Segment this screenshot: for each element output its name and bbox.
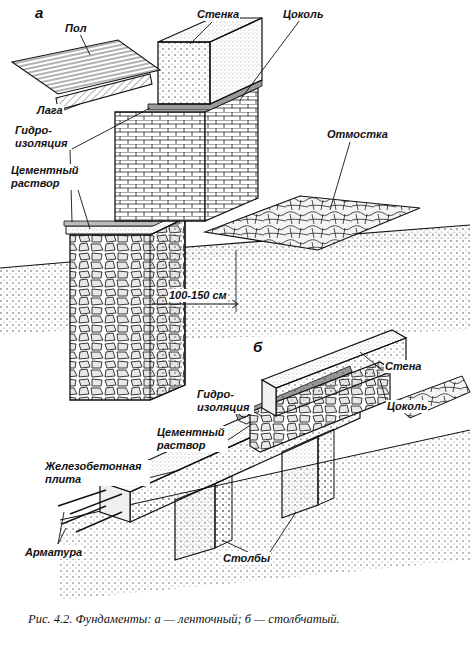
part-name: Стенка (196, 8, 240, 21)
part-name: Железобетонная плита (44, 460, 150, 486)
part-name: Стена (384, 360, 422, 373)
figure-letter: а (34, 4, 44, 21)
part-name: Столбы (222, 552, 271, 565)
dimension-label: 100-150 см (168, 289, 228, 302)
part-name: Отмостка (326, 128, 389, 141)
part-name: Лага (36, 104, 64, 117)
part-name: Цементный раствор (10, 164, 82, 190)
figure-caption: Рис. 4.2. Фундаменты: а — ленточный; б —… (28, 612, 458, 627)
part-name: Арматура (24, 546, 83, 559)
part-name: Гидро- изоляция (196, 388, 254, 414)
part-name: Пол (64, 22, 87, 35)
figure-letter: б (252, 338, 263, 355)
part-name: Цементный раствор (156, 426, 228, 452)
part-name: Гидро- изоляция (14, 124, 72, 150)
part-name: Цоколь (282, 8, 324, 21)
part-name: Цоколь (386, 400, 428, 413)
